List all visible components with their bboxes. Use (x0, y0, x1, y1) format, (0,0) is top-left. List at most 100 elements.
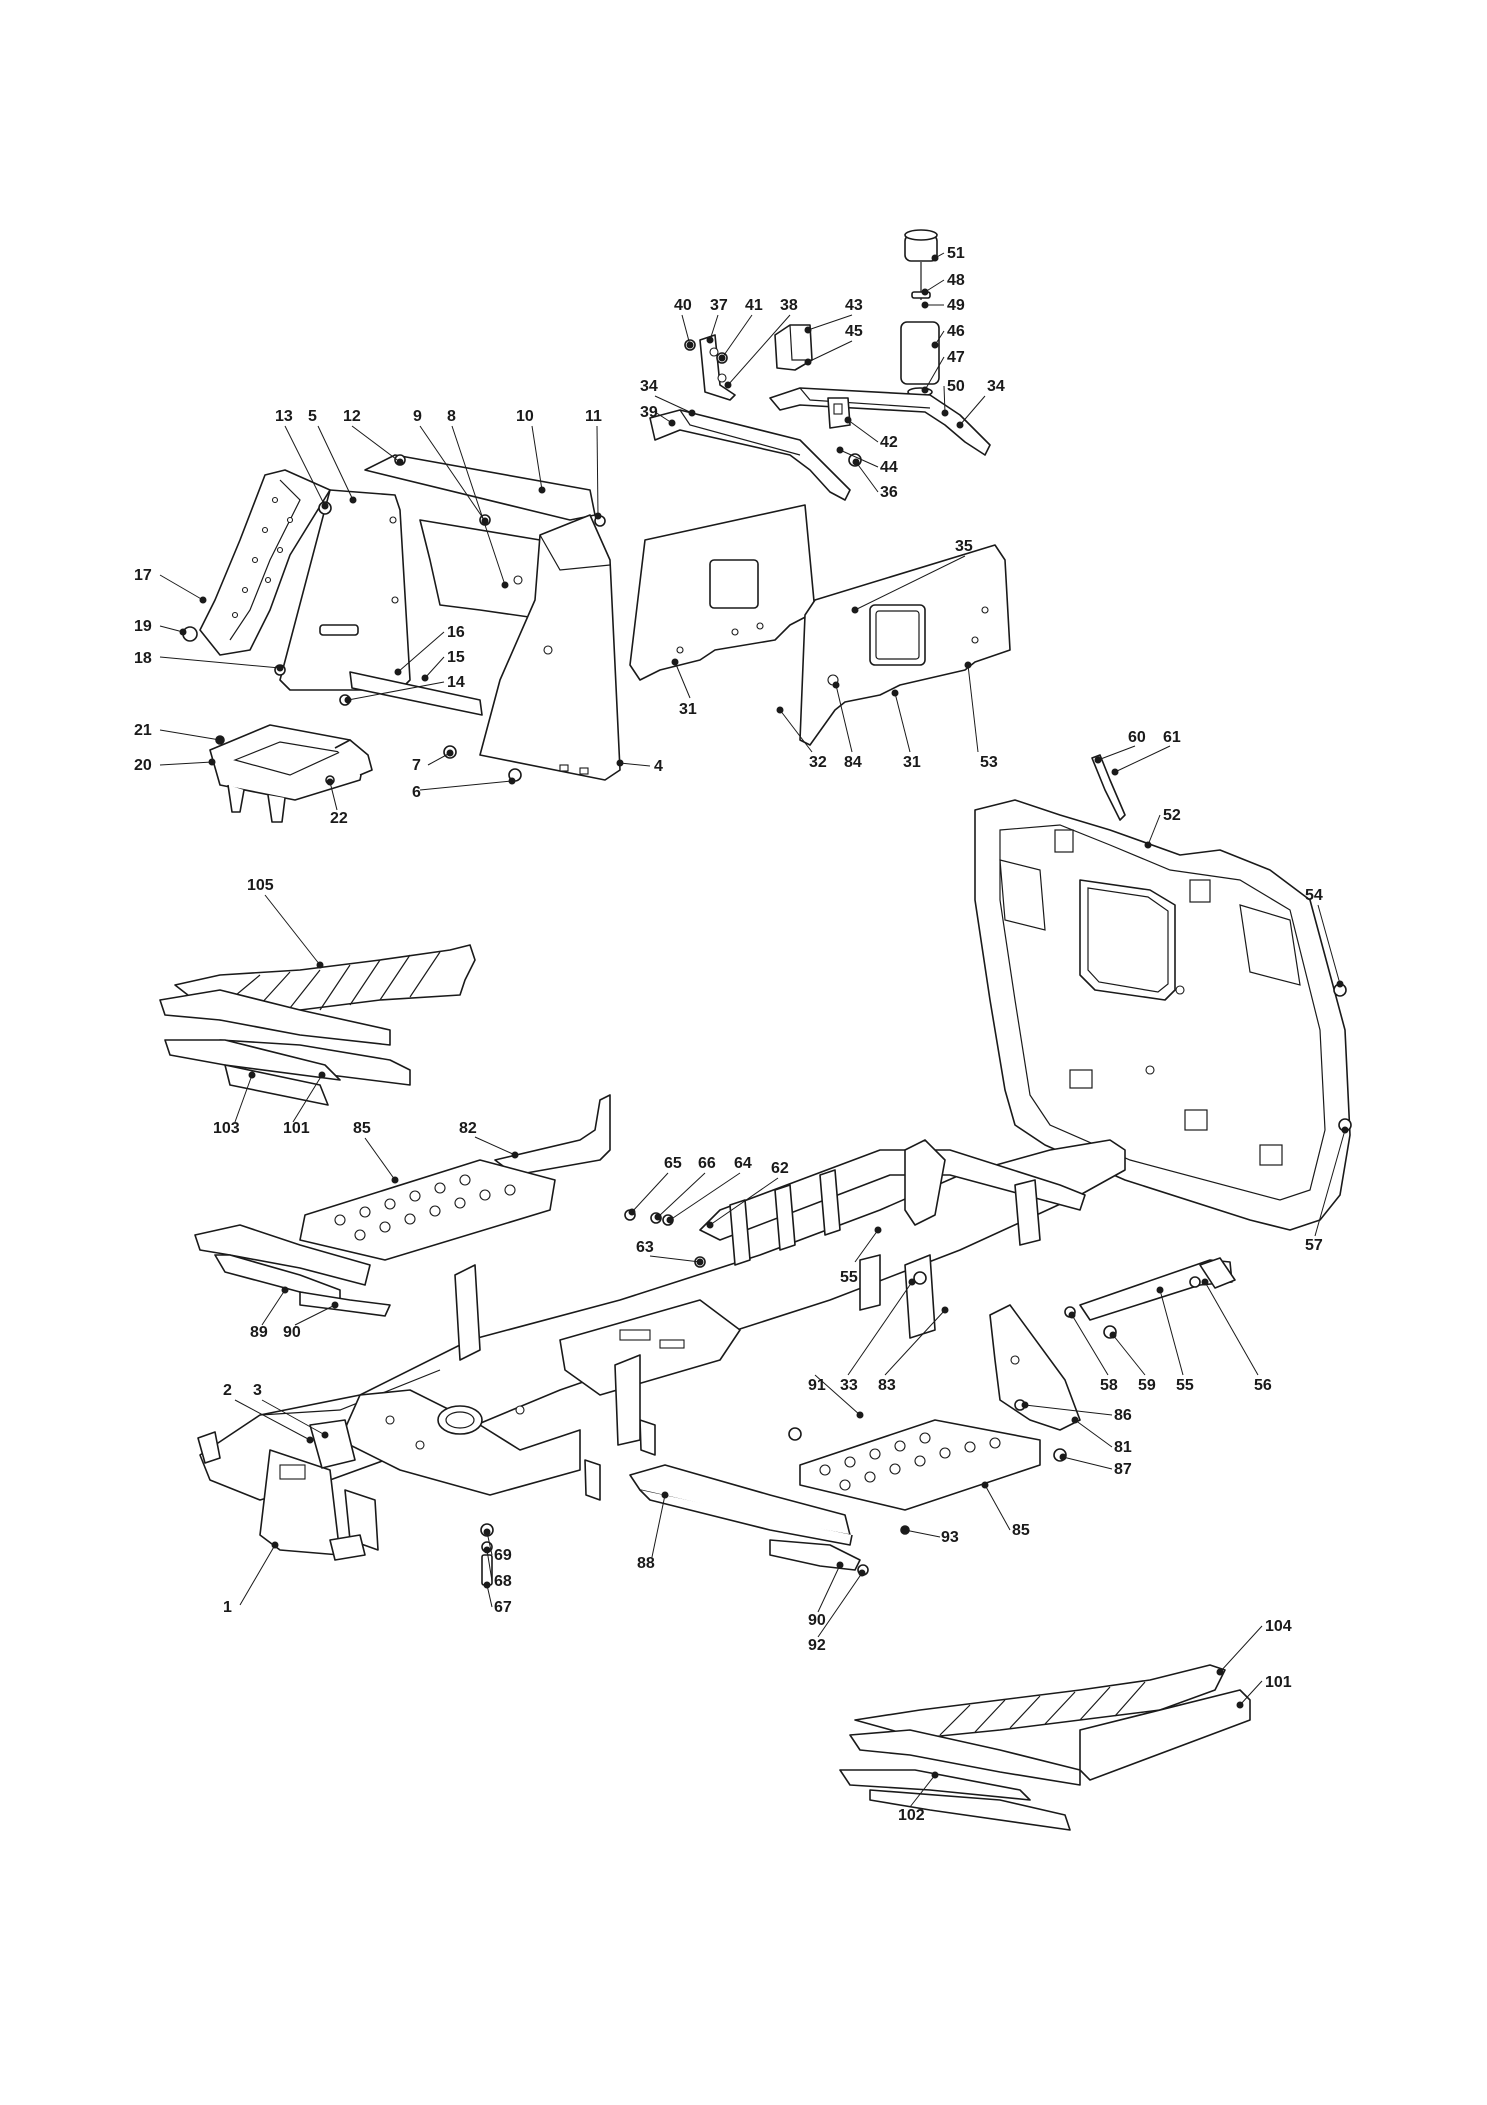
leader-dot-8 (501, 581, 509, 589)
leader-6 (419, 780, 513, 791)
leader-dot-102 (931, 1771, 939, 1779)
callout-19: 19 (134, 618, 152, 635)
rear-panel-right (799, 544, 1011, 746)
callout-105: 105 (247, 877, 274, 894)
leader-dot-1 (271, 1541, 279, 1549)
leader-3 (261, 1399, 326, 1436)
leader-14 (347, 681, 445, 701)
leader-dot-43 (804, 326, 812, 334)
leader-20 (159, 761, 213, 766)
leader-102 (909, 1774, 936, 1808)
callout-54: 54 (1305, 887, 1323, 904)
leader-dot-53 (964, 661, 972, 669)
leader-dot-86 (1021, 1401, 1029, 1409)
leader-82 (474, 1136, 516, 1156)
callout-81: 81 (1114, 1439, 1132, 1456)
leader-dot-54 (1336, 980, 1344, 988)
leader-66 (657, 1172, 706, 1218)
leader-55b (1159, 1289, 1184, 1376)
callout-13: 13 (275, 408, 293, 425)
callout-5: 5 (308, 408, 317, 425)
leader-dot-103 (248, 1071, 256, 1079)
leader-dot-68 (483, 1546, 491, 1554)
callout-90-lower: 90 (808, 1612, 826, 1629)
callout-91: 91 (808, 1377, 826, 1394)
leader-42 (847, 419, 879, 443)
side-rail-55 (1079, 1257, 1236, 1321)
callout-15: 15 (447, 649, 465, 666)
leader-105 (264, 894, 321, 966)
leader-dot-4 (616, 759, 624, 767)
leader-57 (1314, 1129, 1346, 1237)
callout-47: 47 (947, 349, 965, 366)
leader-86 (1024, 1404, 1113, 1416)
leader-dot-91 (856, 1411, 864, 1419)
tray-20 (209, 724, 373, 823)
leader-dot-67 (483, 1581, 491, 1589)
leader-52 (1147, 814, 1161, 846)
leader-101b (1239, 1680, 1263, 1706)
leader-dot-18 (276, 664, 284, 672)
callout-48: 48 (947, 272, 965, 289)
bracket-37 (699, 334, 736, 401)
leader-11 (596, 425, 599, 517)
leader-dot-7 (446, 749, 454, 757)
leader-dot-81 (1071, 1416, 1079, 1424)
leader-dot-56 (1201, 1278, 1209, 1286)
leader-dot-10 (538, 486, 546, 494)
leader-37 (709, 314, 719, 341)
leader-83 (884, 1309, 946, 1376)
callout-37: 37 (710, 297, 728, 314)
leader-dot-33 (908, 1278, 916, 1286)
plate-42 (827, 397, 851, 429)
leader-dot-59 (1109, 1331, 1117, 1339)
callout-68: 68 (494, 1573, 512, 1590)
leader-dot-93 (901, 1526, 909, 1534)
leader-dot-46 (931, 341, 939, 349)
callout-90-upper: 90 (283, 1324, 301, 1341)
callout-39: 39 (640, 404, 658, 421)
callout-31-right: 31 (903, 754, 921, 771)
parts-drawing (159, 229, 1352, 1831)
callout-leaders (159, 252, 1349, 1808)
callout-57: 57 (1305, 1237, 1323, 1254)
leader-2 (234, 1399, 311, 1441)
leader-91 (814, 1374, 861, 1416)
leader-dot-51 (931, 254, 939, 262)
leader-85b (984, 1484, 1011, 1531)
leader-67 (486, 1584, 493, 1608)
leader-61 (1114, 745, 1171, 773)
leader-dot-40 (686, 341, 694, 349)
callout-34-left: 34 (640, 378, 658, 395)
callout-8: 8 (447, 408, 456, 425)
leader-59 (1112, 1334, 1146, 1376)
leader-dot-50 (941, 409, 949, 417)
leader-44 (839, 449, 879, 468)
leader-56 (1204, 1281, 1259, 1376)
callout-88: 88 (637, 1555, 655, 1572)
leader-dot-16 (394, 668, 402, 676)
leader-92 (817, 1572, 863, 1638)
seat-buffer-assembly (900, 229, 940, 397)
leader-36 (855, 461, 879, 493)
leader-dot-32 (776, 706, 784, 714)
callout-49: 49 (947, 297, 965, 314)
callout-83: 83 (878, 1377, 896, 1394)
callout-46: 46 (947, 323, 965, 340)
seat-support-tower (364, 454, 621, 781)
callout-14: 14 (447, 674, 465, 691)
callout-22: 22 (330, 810, 348, 827)
leader-dot-61 (1111, 768, 1119, 776)
leader-43 (807, 314, 853, 331)
leader-dot-47 (921, 386, 929, 394)
callout-21: 21 (134, 722, 152, 739)
callout-87: 87 (1114, 1461, 1132, 1478)
tower-base-bar (349, 671, 483, 716)
main-frame-1 (199, 1139, 1126, 1556)
leader-dot-13 (321, 502, 329, 510)
leader-dot-64 (666, 1216, 674, 1224)
callout-89: 89 (250, 1324, 268, 1341)
leader-dot-17 (199, 596, 207, 604)
leader-dot-105 (316, 961, 324, 969)
